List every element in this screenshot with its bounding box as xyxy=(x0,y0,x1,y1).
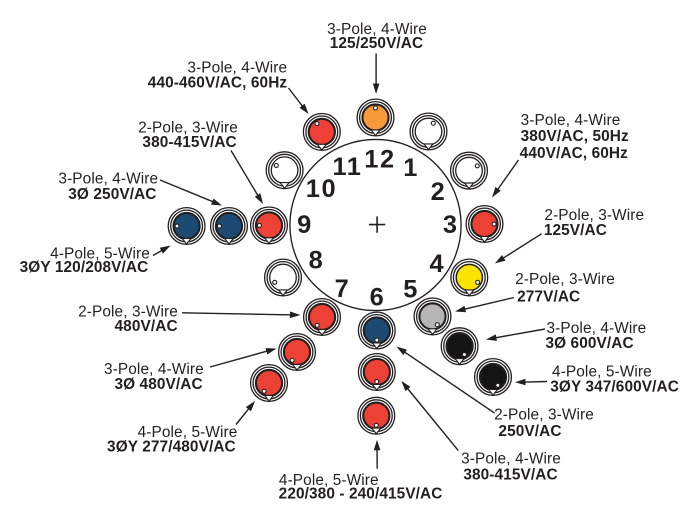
svg-text:220/380 - 240/415V/AC: 220/380 - 240/415V/AC xyxy=(279,486,443,503)
svg-text:10: 10 xyxy=(306,175,337,203)
svg-text:3Ø 250V/AC: 3Ø 250V/AC xyxy=(68,186,156,203)
svg-text:125V/AC: 125V/AC xyxy=(544,222,607,239)
svg-text:3-Pole, 4-Wire: 3-Pole, 4-Wire xyxy=(104,361,204,378)
svg-text:3Ø 600V/AC: 3Ø 600V/AC xyxy=(545,335,633,352)
svg-text:7: 7 xyxy=(335,275,349,303)
svg-text:440V/AC, 60Hz: 440V/AC, 60Hz xyxy=(520,145,628,162)
svg-text:9: 9 xyxy=(297,211,311,239)
svg-text:3ØY 277/480V/AC: 3ØY 277/480V/AC xyxy=(107,439,236,456)
svg-text:2-Pole, 3-Wire: 2-Pole, 3-Wire xyxy=(78,304,178,321)
svg-text:12: 12 xyxy=(364,145,395,173)
svg-text:3: 3 xyxy=(443,211,457,239)
svg-text:380V/AC, 50Hz: 380V/AC, 50Hz xyxy=(521,128,629,145)
svg-text:3ØY 347/600V/AC: 3ØY 347/600V/AC xyxy=(550,378,679,395)
svg-text:8: 8 xyxy=(309,246,323,274)
svg-text:4-Pole, 5-Wire: 4-Pole, 5-Wire xyxy=(552,364,652,381)
svg-text:3-Pole, 4-Wire: 3-Pole, 4-Wire xyxy=(327,21,427,38)
svg-text:250V/AC: 250V/AC xyxy=(498,423,561,440)
svg-text:125/250V/AC: 125/250V/AC xyxy=(330,35,424,52)
svg-text:2: 2 xyxy=(431,178,445,206)
svg-text:4-Pole, 5-Wire: 4-Pole, 5-Wire xyxy=(279,472,379,489)
svg-text:4: 4 xyxy=(429,250,443,278)
svg-text:3-Pole, 4-Wire: 3-Pole, 4-Wire xyxy=(547,320,647,337)
svg-text:3Ø 480V/AC: 3Ø 480V/AC xyxy=(114,376,202,393)
svg-text:380-415V/AC: 380-415V/AC xyxy=(142,134,236,151)
svg-text:11: 11 xyxy=(332,153,362,181)
svg-text:2-Pole, 3-Wire: 2-Pole, 3-Wire xyxy=(494,407,594,424)
svg-text:3-Pole, 4-Wire: 3-Pole, 4-Wire xyxy=(461,451,561,468)
svg-text:1: 1 xyxy=(403,154,417,182)
svg-text:480V/AC: 480V/AC xyxy=(115,318,178,335)
svg-text:440-460V/AC, 60Hz: 440-460V/AC, 60Hz xyxy=(148,75,288,92)
svg-text:3ØY 120/208V/AC: 3ØY 120/208V/AC xyxy=(20,259,149,276)
svg-text:3-Pole, 4-Wire: 3-Pole, 4-Wire xyxy=(521,112,621,129)
svg-text:277V/AC: 277V/AC xyxy=(517,288,580,305)
svg-text:6: 6 xyxy=(370,284,384,312)
svg-text:2-Pole, 3-Wire: 2-Pole, 3-Wire xyxy=(138,119,238,136)
svg-text:5: 5 xyxy=(403,275,417,303)
svg-text:4-Pole, 5-Wire: 4-Pole, 5-Wire xyxy=(138,424,238,441)
svg-text:3-Pole, 4-Wire: 3-Pole, 4-Wire xyxy=(58,171,158,188)
svg-text:4-Pole, 5-Wire: 4-Pole, 5-Wire xyxy=(50,245,150,262)
svg-text:3-Pole, 4-Wire: 3-Pole, 4-Wire xyxy=(187,59,287,76)
svg-text:2-Pole, 3-Wire: 2-Pole, 3-Wire xyxy=(544,207,644,224)
svg-text:2-Pole, 3-Wire: 2-Pole, 3-Wire xyxy=(515,271,615,288)
svg-text:380-415V/AC: 380-415V/AC xyxy=(463,467,557,484)
